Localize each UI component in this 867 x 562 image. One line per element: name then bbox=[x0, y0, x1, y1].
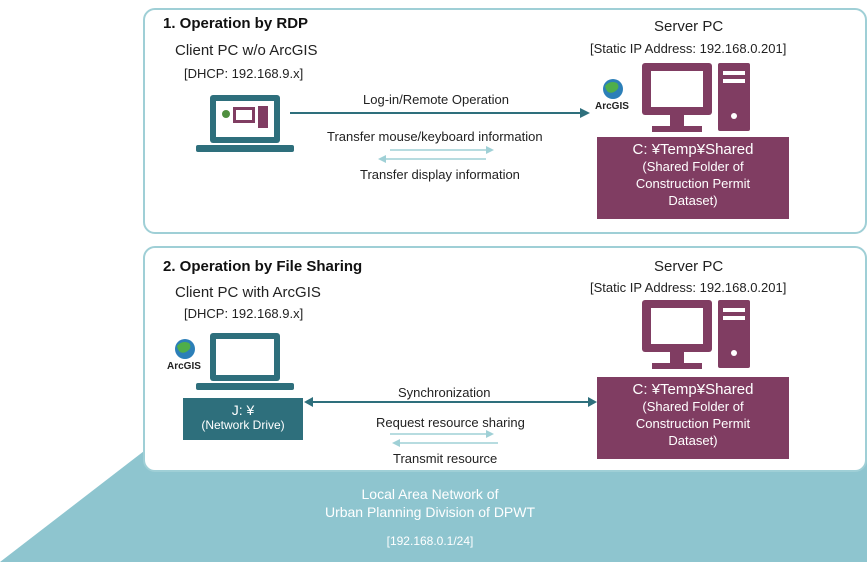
lan-line1: Local Area Network of bbox=[361, 486, 499, 502]
shared-folder-desc-3: Dataset) bbox=[668, 193, 718, 208]
shared-folder-box-2: C: ¥Temp¥Shared (Shared Folder of Constr… bbox=[597, 377, 789, 459]
arcgis-globe-icon-2 bbox=[175, 339, 195, 359]
server-pc-ip-2: [Static IP Address: 192.168.0.201] bbox=[590, 280, 787, 295]
arrow-login-label: Log-in/Remote Operation bbox=[363, 92, 509, 107]
server-pc-ip: [Static IP Address: 192.168.0.201] bbox=[590, 41, 787, 56]
arrow-transfer-display-label: Transfer display information bbox=[360, 167, 520, 182]
client-pc-ip: [DHCP: 192.168.9.x] bbox=[184, 66, 304, 81]
arrow-transmit-label: Transmit resource bbox=[393, 451, 498, 466]
shared-folder-box: C: ¥Temp¥Shared (Shared Folder of Constr… bbox=[597, 137, 789, 219]
arcgis-label-2: ArcGIS bbox=[167, 361, 201, 372]
server-monitor-icon bbox=[642, 63, 712, 132]
network-drive-label: (Network Drive) bbox=[201, 418, 285, 432]
shared-folder-desc-2-1: (Shared Folder of bbox=[642, 399, 744, 414]
shared-folder-desc-2: Construction Permit bbox=[635, 176, 751, 191]
laptop-icon-2 bbox=[196, 333, 294, 390]
laptop-icon bbox=[196, 95, 294, 152]
lan-line2: Urban Planning Division of DPWT bbox=[324, 504, 536, 520]
panel-rdp-title: 1. Operation by RDP bbox=[163, 15, 309, 32]
client-pc-title: Client PC w/o ArcGIS bbox=[175, 42, 318, 59]
arcgis-globe-icon bbox=[603, 79, 623, 99]
panel-file-sharing-title: 2. Operation by File Sharing bbox=[163, 258, 363, 275]
shared-folder-desc-2-3: Dataset) bbox=[668, 433, 718, 448]
shared-folder-desc-1: (Shared Folder of bbox=[642, 159, 744, 174]
server-tower-icon-2 bbox=[718, 300, 750, 368]
shared-folder-desc-2-2: Construction Permit bbox=[635, 416, 751, 431]
server-pc-title-2: Server PC bbox=[654, 258, 724, 275]
lan-subnet: [192.168.0.1/24] bbox=[386, 534, 474, 548]
network-drive-box: J: ¥ (Network Drive) bbox=[183, 398, 303, 440]
network-drive-letter: J: ¥ bbox=[231, 402, 255, 418]
arrow-transfer-input-label: Transfer mouse/keyboard information bbox=[327, 129, 543, 144]
client-pc-ip-2: [DHCP: 192.168.9.x] bbox=[184, 306, 304, 321]
server-pc-title: Server PC bbox=[654, 18, 724, 35]
shared-folder-path-2: C: ¥Temp¥Shared bbox=[632, 381, 754, 398]
arcgis-label: ArcGIS bbox=[595, 101, 629, 112]
arrow-request-label: Request resource sharing bbox=[376, 415, 525, 430]
client-pc-title-2: Client PC with ArcGIS bbox=[175, 284, 321, 301]
server-tower-icon bbox=[718, 63, 750, 131]
shared-folder-path: C: ¥Temp¥Shared bbox=[632, 141, 754, 158]
server-monitor-icon-2 bbox=[642, 300, 712, 369]
arrow-sync-label: Synchronization bbox=[398, 385, 491, 400]
